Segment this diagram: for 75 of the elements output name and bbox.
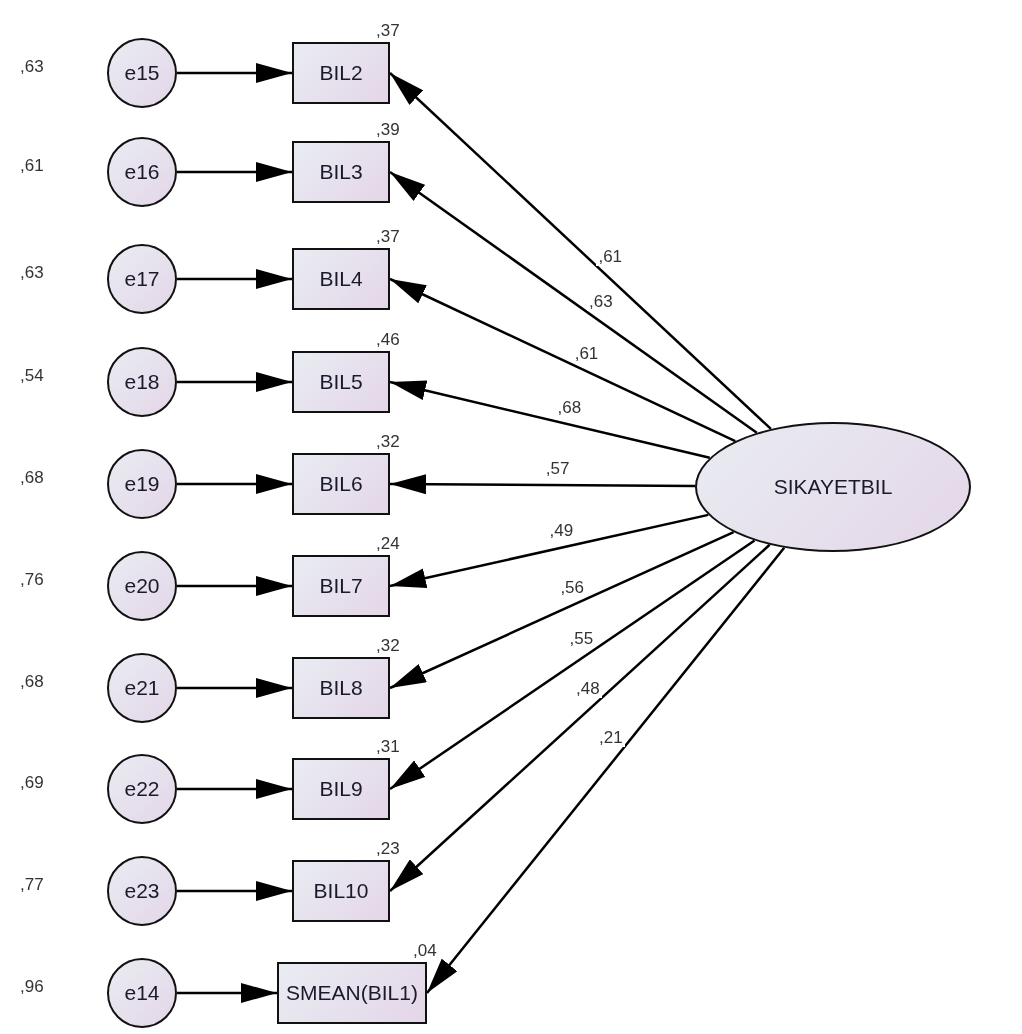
- variable-name: e16: [124, 160, 160, 184]
- variable-name: e14: [124, 981, 160, 1005]
- edge-label: ,21: [597, 729, 625, 748]
- arrow: [426, 547, 786, 994]
- variable-name: e22: [124, 777, 160, 801]
- observed-variable-box: [292, 555, 390, 617]
- arrow: [177, 779, 292, 799]
- variable-name: BIL6: [319, 472, 363, 496]
- variable-name: e18: [124, 370, 160, 394]
- variable-name: BIL5: [319, 370, 363, 394]
- variance-value: ,63: [20, 57, 44, 77]
- variable-name: e19: [124, 472, 160, 496]
- observed-variable-box: [292, 141, 390, 203]
- squared-correlation: ,32: [376, 636, 400, 656]
- observed-variable-box: [292, 248, 390, 310]
- observed-variable-box: [292, 351, 390, 413]
- variable-name: e23: [124, 879, 160, 903]
- variance-value: ,68: [20, 468, 44, 488]
- variable-name: BIL2: [319, 61, 363, 85]
- variable-name: BIL7: [319, 574, 363, 598]
- arrow: [389, 530, 735, 690]
- edge-label: ,61: [596, 248, 625, 267]
- arrow: [177, 63, 292, 83]
- squared-correlation: ,23: [376, 839, 400, 859]
- squared-correlation: ,37: [376, 227, 400, 247]
- variance-value: ,63: [20, 263, 44, 283]
- observed-variable-box: [292, 657, 390, 719]
- arrow: [389, 171, 758, 434]
- arrow: [177, 474, 292, 494]
- arrow: [177, 269, 292, 289]
- arrow: [177, 372, 292, 392]
- variable-name: BIL9: [319, 777, 363, 801]
- observed-variable-box: [292, 860, 390, 922]
- observed-variable-box: [292, 42, 390, 104]
- arrow: [389, 539, 756, 791]
- arrow: [177, 576, 292, 596]
- arrow: [389, 380, 710, 459]
- variable-name: BIL4: [319, 267, 363, 291]
- arrow: [389, 543, 771, 892]
- variance-value: ,77: [20, 875, 44, 895]
- edge-label: ,63: [587, 293, 615, 312]
- variable-name: SIKAYETBIL: [773, 475, 893, 499]
- arrow: [177, 881, 292, 901]
- variance-value: ,96: [20, 977, 44, 997]
- observed-variable-box: [277, 962, 427, 1024]
- arrow: [389, 513, 709, 588]
- arrow: [177, 983, 277, 1003]
- observed-variable-box: [292, 453, 390, 515]
- variable-name: BIL10: [313, 879, 369, 903]
- variance-value: ,68: [20, 672, 44, 692]
- variable-name: e21: [124, 676, 160, 700]
- arrow: [177, 162, 292, 182]
- arrow: [390, 474, 696, 495]
- arrow: [389, 277, 736, 443]
- observed-variable-box: [292, 758, 390, 820]
- squared-correlation: ,24: [376, 534, 400, 554]
- variance-value: ,54: [20, 366, 44, 386]
- edge-label: ,48: [574, 679, 602, 698]
- arrow: [389, 72, 772, 430]
- variable-name: e20: [124, 574, 160, 598]
- variance-value: ,61: [20, 156, 44, 176]
- arrow: [177, 678, 292, 698]
- squared-correlation: ,31: [376, 737, 400, 757]
- variable-name: BIL8: [319, 676, 363, 700]
- variable-name: SMEAN(BIL1): [286, 981, 418, 1005]
- squared-correlation: ,39: [376, 120, 400, 140]
- squared-correlation: ,37: [376, 21, 400, 41]
- squared-correlation: ,04: [413, 941, 437, 961]
- variance-value: ,76: [20, 570, 44, 590]
- variance-value: ,69: [20, 773, 44, 793]
- squared-correlation: ,46: [376, 330, 400, 350]
- variable-name: e15: [124, 61, 160, 85]
- variable-name: e17: [124, 267, 160, 291]
- squared-correlation: ,32: [376, 432, 400, 452]
- variable-name: BIL3: [319, 160, 363, 184]
